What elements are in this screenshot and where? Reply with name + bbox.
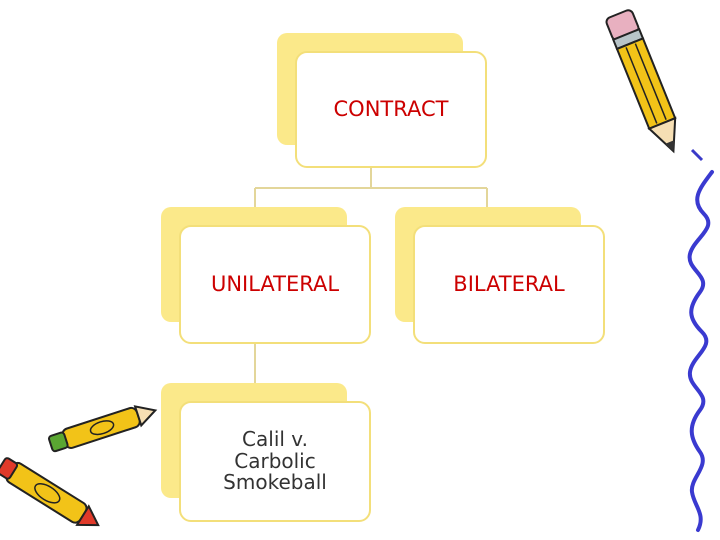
- node-label-unilateral: UNILATERAL: [211, 273, 339, 296]
- node-calil-v-carbolic-smokeball: Calil v. Carbolic Smokeball: [161, 383, 373, 524]
- node-card: BILATERAL: [413, 225, 605, 344]
- node-label-leaf: Calil v. Carbolic Smokeball: [210, 429, 340, 494]
- node-unilateral: UNILATERAL: [161, 207, 373, 346]
- node-label-bilateral: BILATERAL: [453, 273, 564, 296]
- node-card: Calil v. Carbolic Smokeball: [179, 401, 371, 522]
- node-bilateral: BILATERAL: [395, 207, 607, 346]
- node-label-contract: CONTRACT: [334, 98, 449, 121]
- node-card: UNILATERAL: [179, 225, 371, 344]
- node-card: CONTRACT: [295, 51, 487, 168]
- node-contract: CONTRACT: [277, 33, 489, 170]
